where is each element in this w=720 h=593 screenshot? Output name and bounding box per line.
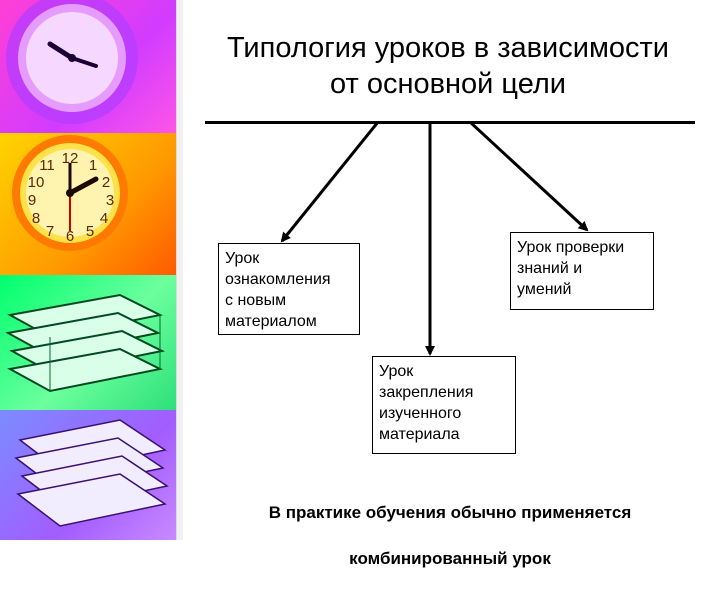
svg-text:12: 12 (62, 150, 79, 167)
svg-text:3: 3 (106, 192, 114, 209)
title-line-2: от основной цели (330, 68, 566, 100)
svg-text:11: 11 (39, 157, 55, 174)
arrow-to-right-box (468, 120, 589, 232)
svg-text:4: 4 (100, 210, 108, 227)
sidebar-edge (176, 0, 183, 540)
footer-note-line-1: В практике обучения обычно применяется (268, 503, 632, 522)
svg-text:9: 9 (28, 192, 36, 209)
decor-panel-violet (0, 410, 176, 540)
title-underline (205, 121, 695, 124)
footer-note-line-2: комбинированный урок (349, 549, 551, 568)
box-assessment-lesson: Урок проверки знаний и умений (510, 232, 654, 310)
svg-text:5: 5 (86, 223, 94, 240)
decor-panel-magenta (0, 0, 176, 133)
papers-icon (14, 419, 169, 527)
clock-icon (6, 0, 138, 124)
svg-text:8: 8 (32, 210, 40, 227)
svg-text:6: 6 (66, 228, 74, 245)
arrow-to-left-box (280, 121, 380, 243)
title-line-1: Типология уроков в зависимости (226, 32, 670, 64)
svg-text:1: 1 (89, 157, 97, 174)
decor-panel-green (0, 275, 176, 410)
box-consolidation-lesson: Урок закрепления изученного материала (372, 356, 516, 454)
svg-text:7: 7 (46, 223, 54, 240)
box-intro-lesson: Урок ознакомления с новым материалом (218, 243, 360, 335)
svg-text:2: 2 (102, 174, 110, 191)
slide-title: Типология уроков в зависимости от основн… (188, 30, 708, 102)
footer-note: В практике обучения обычно применяется к… (200, 478, 700, 593)
books-icon (5, 293, 166, 393)
svg-text:10: 10 (28, 174, 45, 191)
diagram-arrows (280, 120, 589, 356)
